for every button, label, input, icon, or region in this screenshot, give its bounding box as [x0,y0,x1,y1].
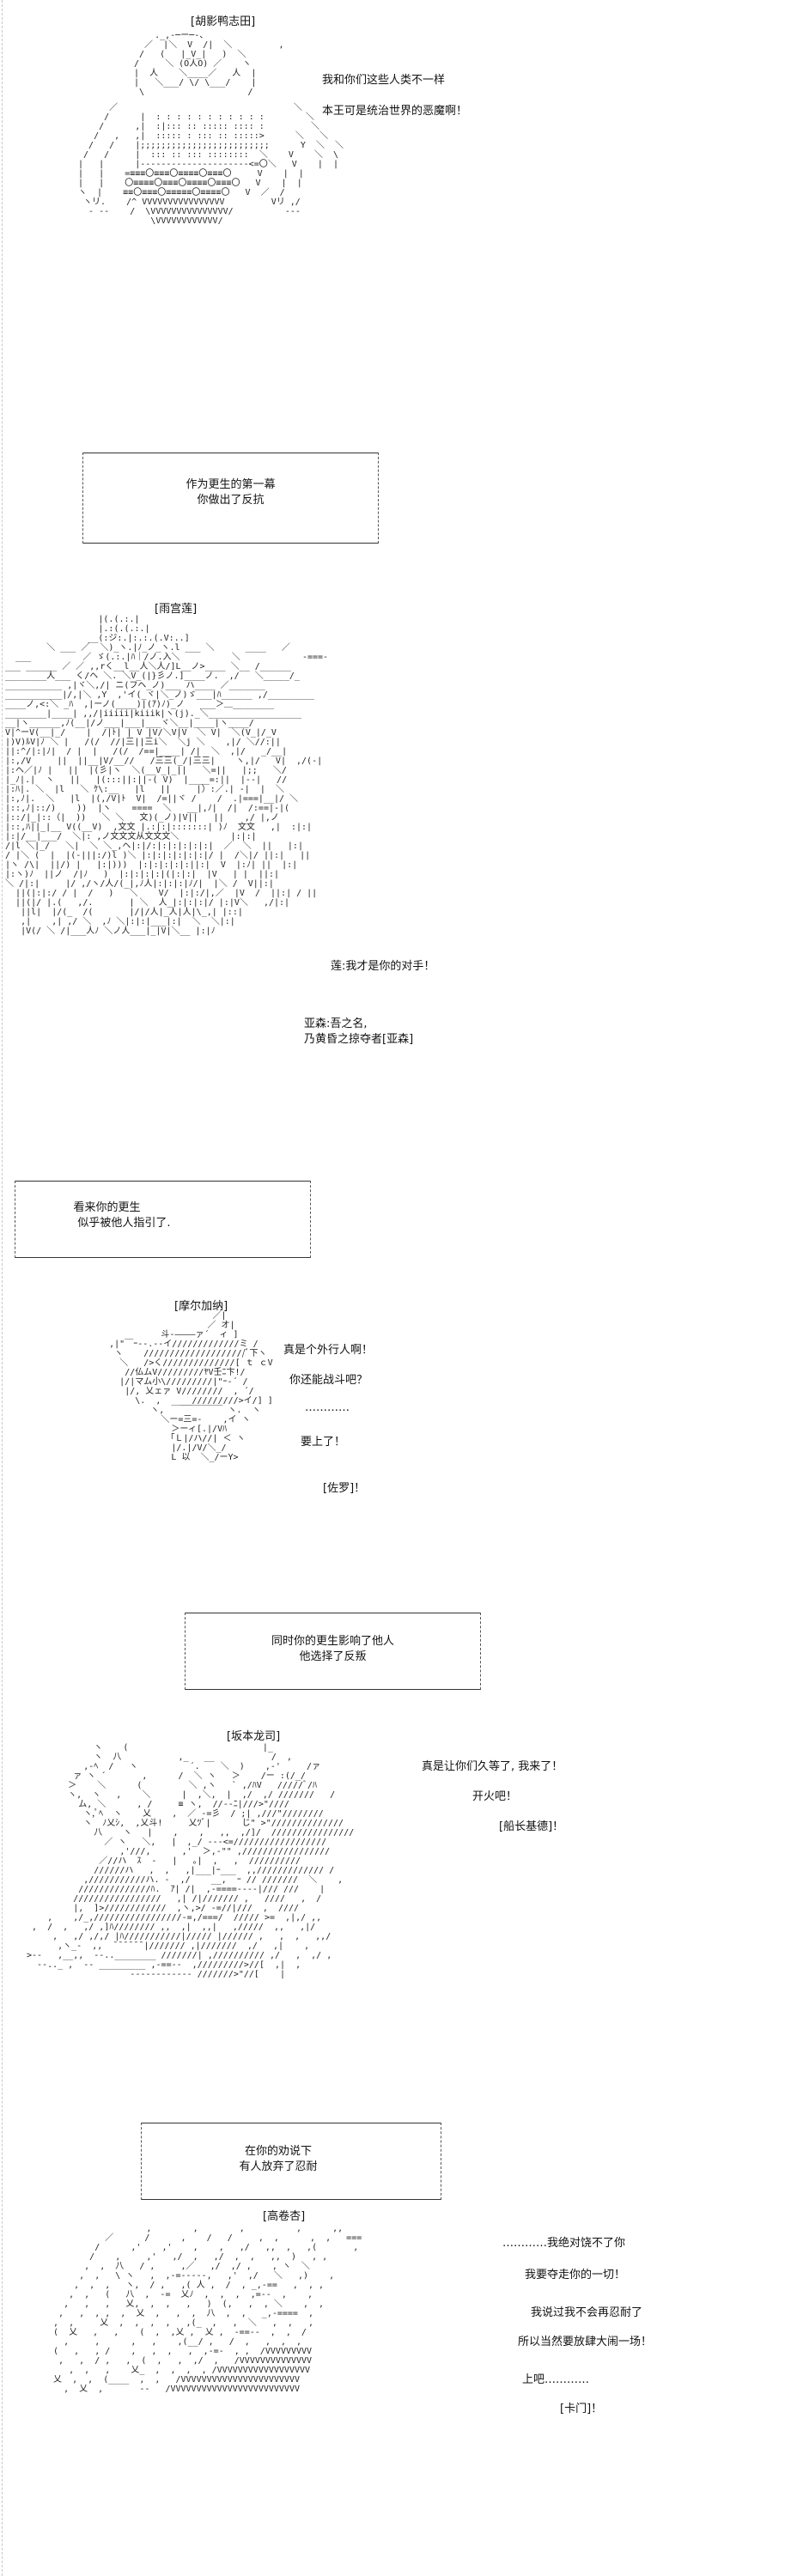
dialogue-line: [船长基德]！ [499,1820,564,1833]
speaker-name-ren: [雨宫莲] [155,603,198,616]
dialogue-line: 莲:我才是你的对手！ [331,960,435,973]
dialogue-line: 真是个外行人啊！ [283,1344,374,1357]
dialogue-line: 开火吧！ [472,1790,518,1803]
narration-line: 似乎被他人指引了. [77,1217,171,1230]
dialogue-line: 要上了！ [301,1436,346,1449]
ascii-art-ren-arsene: |(.(.:.| |.:(.(.:.| __(:ジ:.|:.:.(.V:..] … [5,615,329,936]
dialogue-line: 上吧………… [522,2373,590,2386]
ascii-art-morgana-zorro: ／| ／ オ| 斗‐――――ァ´ ィ ] ,|"￣ｰ--.-‐イ////////… [109,1311,273,1462]
dialogue-line: 亚森:吾之名, [304,1018,368,1030]
dialogue-line: 我要夺走你的一切！ [525,2269,626,2281]
speaker-name-ryuji: [坂本龙司] [227,1730,281,1743]
dialogue-line: 乃黄昏之掠夺者[亚森] [304,1033,414,1046]
narration-line: 同时你的更生影响了他人 [271,1635,394,1648]
dialogue-line: 所以当然要放肆大闹一场！ [518,2336,653,2348]
narration-line: 有人放弃了忍耐 [239,2160,318,2173]
ascii-art-kamoshida-body: ／ ＼ / | : : : : : : : : : : : ＼ / ,| :|:… [78,103,344,226]
dialogue-line: 本王可是统治世界的恶魔啊！ [322,105,468,118]
dialogue-line: 我和你们这些人类不一样 [322,74,446,87]
narration-box: 看来你的更生 似乎被他人指引了. [15,1181,311,1258]
narration-line: 在你的劝说下 [244,2145,312,2158]
narration-line: 看来你的更生 [73,1201,141,1214]
ascii-art-ryuji-kidd: ヽ ( |_ ヽ 八 ,_ __ / , ,-ﾍ / ヽ ´. ＼ ) ,-' … [27,1743,355,1979]
dialogue-line: [佐罗]！ [323,1482,366,1495]
page-edge-guide [2,0,3,2576]
dialogue-line: ………… [305,1401,350,1414]
ascii-art-kamoshida: ._,-─ー─-、 ／ |＼ V /| ＼ , / ( |_V_| ) ＼ / … [134,31,284,97]
dialogue-line: [卡门]！ [560,2403,603,2415]
speaker-name-ann: [高卷杏] [263,2210,306,2223]
narration-box: 在你的劝说下 有人放弃了忍耐 [141,2123,441,2200]
dialogue-line: …………我绝对饶不了你 [502,2237,626,2250]
narration-line: 作为更生的第一幕 [186,478,276,491]
narration-line: 他选择了反叛 [299,1650,367,1663]
speaker-name-morgana: [摩尔加纳] [174,1300,228,1313]
narration-box: 同时你的更生影响了他人 他选择了反叛 [185,1613,481,1690]
dialogue-line: 真是让你们久等了, 我来了！ [422,1760,563,1773]
narration-line: 你做出了反抗 [197,494,265,507]
narration-box: 作为更生的第一幕 你做出了反抗 [82,453,379,544]
ascii-art-ann-carmen: , , , , ,, ／ / , / / , , , , === / ,' ,'… [53,2224,362,2394]
dialogue-line: 我说过我不会再忍耐了 [531,2306,643,2319]
speaker-name-kamoshida: [胡影鸭志田] [191,15,256,28]
dialogue-line: 你还能战斗吧？ [289,1374,368,1387]
